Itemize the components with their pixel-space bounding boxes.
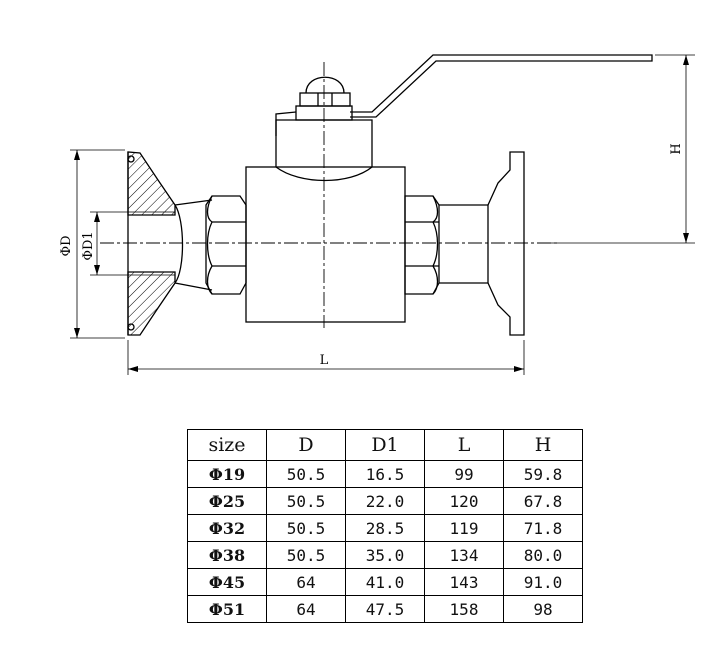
cell-D1: 16.5 xyxy=(345,460,425,488)
table-row: Φ51 64 47.5 158 98 xyxy=(187,595,583,623)
handle-lever xyxy=(275,54,653,136)
cell-L: 119 xyxy=(424,514,504,542)
left-flange-section-lower xyxy=(127,271,176,336)
cell-size: Φ45 xyxy=(187,568,267,596)
cell-H: 59.8 xyxy=(503,460,583,488)
cell-H: 67.8 xyxy=(503,487,583,515)
table-row: Φ32 50.5 28.5 119 71.8 xyxy=(187,514,583,542)
left-flange-groove-top xyxy=(127,155,135,163)
dimension-table: size D D1 L H Φ19 50.5 16.5 99 59.8 Φ25 … xyxy=(187,429,583,623)
cell-size: Φ25 xyxy=(187,487,267,515)
dim-L-label: L xyxy=(320,353,329,368)
table-header-row: size D D1 L H xyxy=(187,429,583,461)
cell-D1: 47.5 xyxy=(345,595,425,623)
stem-nut xyxy=(299,92,351,107)
left-flange-section xyxy=(127,151,176,216)
table-row: Φ19 50.5 16.5 99 59.8 xyxy=(187,460,583,488)
dim-H-label: H xyxy=(669,143,684,154)
cell-H: 91.0 xyxy=(503,568,583,596)
cell-L: 143 xyxy=(424,568,504,596)
cell-size: Φ32 xyxy=(187,514,267,542)
header-L: L xyxy=(424,429,504,461)
cell-size: Φ38 xyxy=(187,541,267,569)
right-ferrule xyxy=(487,151,525,336)
table-row: Φ38 50.5 35.0 134 80.0 xyxy=(187,541,583,569)
cell-L: 158 xyxy=(424,595,504,623)
left-flange-groove-bottom xyxy=(127,323,135,331)
cell-D1: 22.0 xyxy=(345,487,425,515)
valve-body xyxy=(245,166,406,323)
cell-L: 99 xyxy=(424,460,504,488)
ball-valve-drawing: ΦD ΦD1 L H xyxy=(59,54,695,375)
table-row: Φ25 50.5 22.0 120 67.8 xyxy=(187,487,583,515)
cell-D: 64 xyxy=(266,595,346,623)
dim-D1-label: ΦD1 xyxy=(81,231,96,260)
cell-H: 71.8 xyxy=(503,514,583,542)
right-pipe xyxy=(439,204,489,284)
header-size: size xyxy=(187,429,267,461)
cell-D1: 28.5 xyxy=(345,514,425,542)
cell-H: 98 xyxy=(503,595,583,623)
cell-size: Φ51 xyxy=(187,595,267,623)
table-row: Φ45 64 41.0 143 91.0 xyxy=(187,568,583,596)
right-hex-nut xyxy=(404,195,440,295)
cell-size: Φ19 xyxy=(187,460,267,488)
cell-D: 50.5 xyxy=(266,487,346,515)
cell-D1: 41.0 xyxy=(345,568,425,596)
dim-D-label: ΦD xyxy=(59,235,74,256)
header-H: H xyxy=(503,429,583,461)
header-D: D xyxy=(266,429,346,461)
cell-H: 80.0 xyxy=(503,541,583,569)
header-D1: D1 xyxy=(345,429,425,461)
cell-D: 50.5 xyxy=(266,514,346,542)
cell-D: 50.5 xyxy=(266,460,346,488)
cell-D: 50.5 xyxy=(266,541,346,569)
cell-D: 64 xyxy=(266,568,346,596)
cell-L: 120 xyxy=(424,487,504,515)
cell-D1: 35.0 xyxy=(345,541,425,569)
left-hex-nut xyxy=(205,195,247,295)
left-pipe xyxy=(174,199,213,291)
cell-L: 134 xyxy=(424,541,504,569)
stem-dome xyxy=(305,76,345,94)
